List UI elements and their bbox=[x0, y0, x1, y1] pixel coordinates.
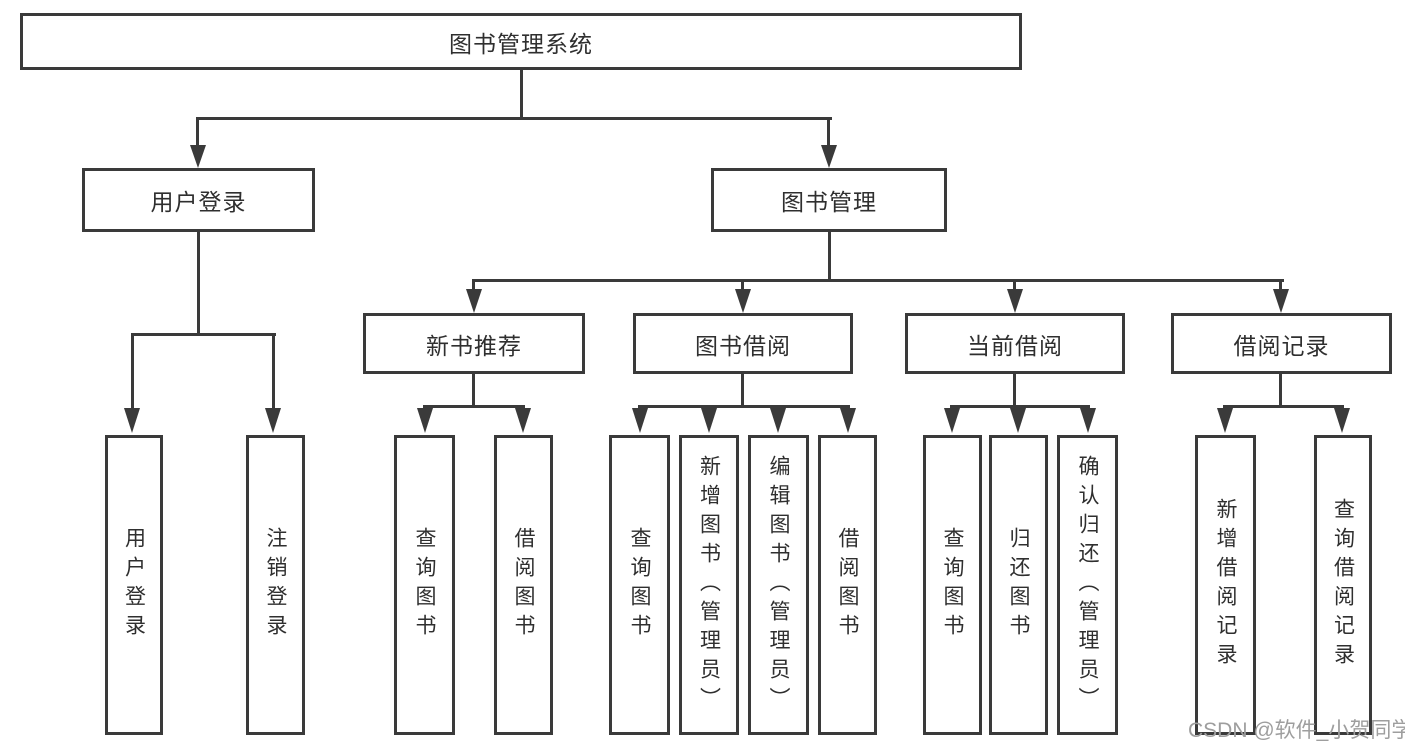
leaf-borrow-book: 借阅图书 bbox=[818, 435, 877, 735]
connector-stem bbox=[828, 230, 831, 282]
arrowhead-down-icon bbox=[515, 408, 531, 433]
leaf-query-borrow-record: 查询借阅记录 bbox=[1314, 435, 1372, 735]
connector-drop bbox=[827, 117, 830, 147]
leaf-label: 查询图书 bbox=[413, 527, 436, 643]
connector-drop bbox=[1279, 279, 1282, 291]
leaf-add-borrow-record: 新增借阅记录 bbox=[1195, 435, 1256, 735]
connector-stem bbox=[1279, 372, 1282, 408]
connector-branch bbox=[131, 333, 276, 336]
arrowhead-down-icon bbox=[190, 145, 206, 168]
arrowhead-down-icon bbox=[417, 408, 433, 433]
connector-stem bbox=[197, 230, 200, 336]
leaf-query-book-recommend: 查询图书 bbox=[394, 435, 455, 735]
leaf-label: 查询借阅记录 bbox=[1331, 498, 1355, 672]
leaf-query-book-current: 查询图书 bbox=[923, 435, 982, 735]
leaf-return-book: 归还图书 bbox=[989, 435, 1048, 735]
arrowhead-down-icon bbox=[1273, 289, 1289, 313]
node-label: 借阅记录 bbox=[1233, 332, 1330, 359]
connector-drop bbox=[131, 333, 134, 409]
leaf-query-book-borrow: 查询图书 bbox=[609, 435, 670, 735]
arrowhead-down-icon bbox=[632, 408, 648, 433]
connector-branch bbox=[1223, 405, 1344, 408]
arrowhead-down-icon bbox=[265, 408, 281, 433]
arrowhead-down-icon bbox=[821, 145, 837, 168]
leaf-label: 新增借阅记录 bbox=[1214, 498, 1237, 672]
arrowhead-down-icon bbox=[1334, 408, 1350, 433]
node-book-management: 图书管理 bbox=[711, 168, 947, 232]
arrowhead-down-icon bbox=[124, 408, 140, 433]
arrowhead-down-icon bbox=[770, 408, 786, 433]
leaf-borrow-book-recommend: 借阅图书 bbox=[494, 435, 553, 735]
arrowhead-down-icon bbox=[1007, 289, 1023, 313]
node-label: 图书借阅 bbox=[695, 332, 791, 359]
node-book-borrow: 图书借阅 bbox=[633, 313, 853, 374]
leaf-label: 确认归还（管理员） bbox=[1076, 454, 1099, 716]
leaf-user-login: 用户登录 bbox=[105, 435, 163, 735]
leaf-label: 编辑图书（管理员） bbox=[767, 454, 790, 716]
arrowhead-down-icon bbox=[840, 408, 856, 433]
connector-drop bbox=[196, 117, 199, 147]
node-label: 图书管理系统 bbox=[449, 30, 593, 57]
connector-stem bbox=[472, 372, 475, 408]
connector-drop bbox=[741, 279, 744, 291]
connector-branch bbox=[472, 279, 1284, 282]
node-label: 新书推荐 bbox=[426, 332, 522, 359]
connector-stem bbox=[1013, 372, 1016, 408]
leaf-label: 借阅图书 bbox=[836, 527, 859, 643]
connector-stem bbox=[741, 372, 744, 408]
leaf-logout: 注销登录 bbox=[246, 435, 305, 735]
node-borrow-records: 借阅记录 bbox=[1171, 313, 1392, 374]
watermark: CSDN @软件_小贺同学 bbox=[1188, 719, 1405, 742]
leaf-confirm-return-admin: 确认归还（管理员） bbox=[1057, 435, 1118, 735]
connector-branch bbox=[423, 405, 525, 408]
connector-drop bbox=[272, 333, 275, 409]
node-label: 当前借阅 bbox=[967, 332, 1063, 359]
arrowhead-down-icon bbox=[735, 289, 751, 313]
node-new-book-recommend: 新书推荐 bbox=[363, 313, 585, 374]
arrowhead-down-icon bbox=[1080, 408, 1096, 433]
leaf-label: 归还图书 bbox=[1007, 527, 1030, 643]
node-label: 用户登录 bbox=[150, 189, 247, 215]
leaf-label: 查询图书 bbox=[628, 527, 651, 643]
node-user-login: 用户登录 bbox=[82, 168, 315, 232]
node-current-borrow: 当前借阅 bbox=[905, 313, 1125, 374]
leaf-label: 新增图书（管理员） bbox=[697, 454, 721, 716]
arrowhead-down-icon bbox=[701, 408, 717, 433]
connector-branch bbox=[950, 405, 1090, 408]
connector-root-stem bbox=[520, 68, 523, 120]
leaf-label: 借阅图书 bbox=[512, 527, 535, 643]
arrowhead-down-icon bbox=[944, 408, 960, 433]
leaf-edit-book-admin: 编辑图书（管理员） bbox=[748, 435, 809, 735]
connector-drop bbox=[472, 279, 475, 291]
leaf-label: 注销登录 bbox=[264, 527, 287, 643]
arrowhead-down-icon bbox=[1217, 408, 1233, 433]
connector-root-branch bbox=[196, 117, 832, 120]
node-label: 图书管理 bbox=[781, 189, 877, 215]
arrowhead-down-icon bbox=[466, 289, 482, 313]
node-library-system: 图书管理系统 bbox=[20, 13, 1022, 70]
connector-branch bbox=[638, 405, 850, 408]
leaf-label: 用户登录 bbox=[122, 527, 146, 643]
leaf-add-book-admin: 新增图书（管理员） bbox=[679, 435, 739, 735]
connector-drop bbox=[1013, 279, 1016, 291]
leaf-label: 查询图书 bbox=[941, 527, 964, 643]
arrowhead-down-icon bbox=[1010, 408, 1026, 433]
